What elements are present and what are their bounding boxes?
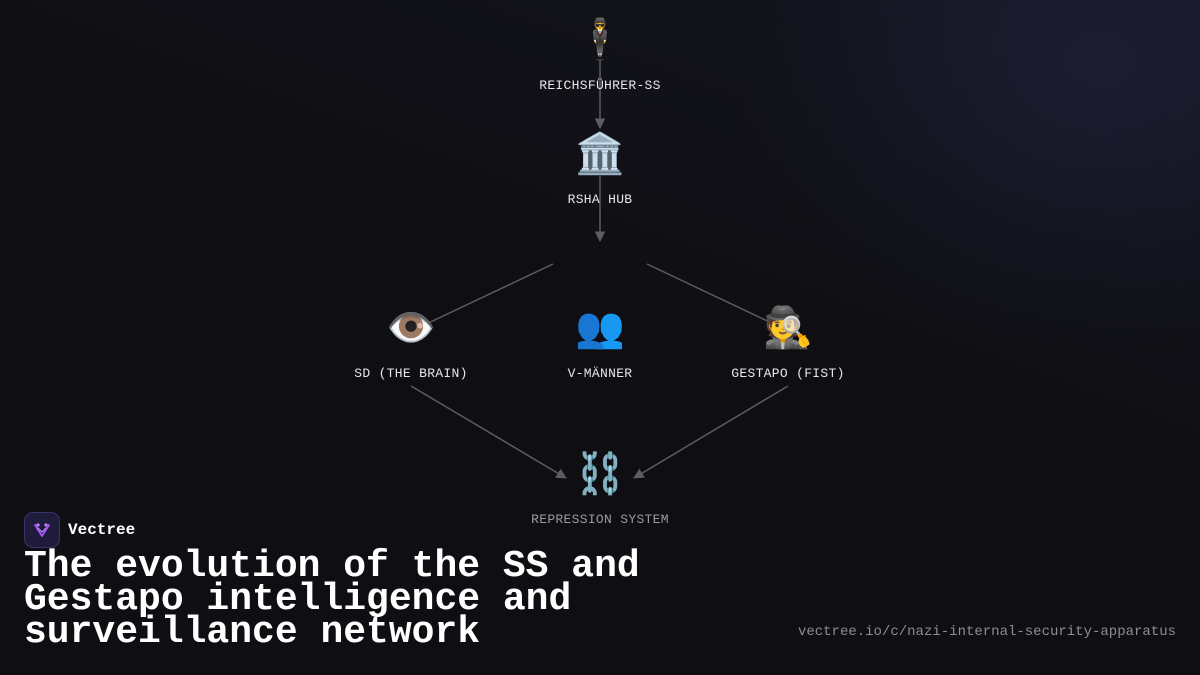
source-url[interactable]: vectree.io/c/nazi-internal-security-appa… [797, 624, 1176, 640]
node-reichsfuhrer[interactable]: 🕴 REICHSFÜHRER-SS [480, 16, 720, 93]
man-in-suit-icon: 🕴 [575, 17, 625, 63]
edge-branch-to-gestapo [646, 263, 779, 327]
node-v-manner[interactable]: 👥 V-MÄNNER [480, 304, 720, 381]
vectree-logo-icon [24, 512, 60, 548]
classical-building-icon: 🏛️ [575, 131, 625, 177]
node-label-rsha-hub: RSHA HUB [567, 192, 633, 207]
node-gestapo[interactable]: 🕵️ GESTAPO (FIST) [668, 304, 908, 381]
eye-icon: 👁️ [386, 305, 436, 351]
node-label-gestapo: GESTAPO (FIST) [731, 366, 845, 381]
detective-icon: 🕵️ [763, 305, 813, 351]
edge-sd-to-repression [410, 385, 567, 479]
page-title: The evolution of the SS and Gestapo inte… [24, 545, 640, 654]
brand-name: Vectree [68, 521, 136, 539]
brand[interactable]: Vectree [24, 512, 135, 548]
edge-gestapo-to-repression [633, 385, 789, 479]
node-label-sd: SD (THE BRAIN) [354, 366, 468, 381]
node-label-v-manner: V-MÄNNER [567, 366, 633, 381]
node-rsha-hub[interactable]: 🏛️ RSHA HUB [480, 130, 720, 207]
chains-icon: ⛓️ [575, 451, 625, 497]
node-repression-system[interactable]: ⛓️ REPRESSION SYSTEM [480, 450, 720, 527]
node-label-repression-system: REPRESSION SYSTEM [531, 512, 669, 527]
busts-in-silhouette-icon: 👥 [575, 305, 625, 351]
node-sd[interactable]: 👁️ SD (THE BRAIN) [291, 304, 531, 381]
node-label-reichsfuhrer: REICHSFÜHRER-SS [539, 78, 661, 93]
edge-branch-to-sd [421, 263, 554, 327]
